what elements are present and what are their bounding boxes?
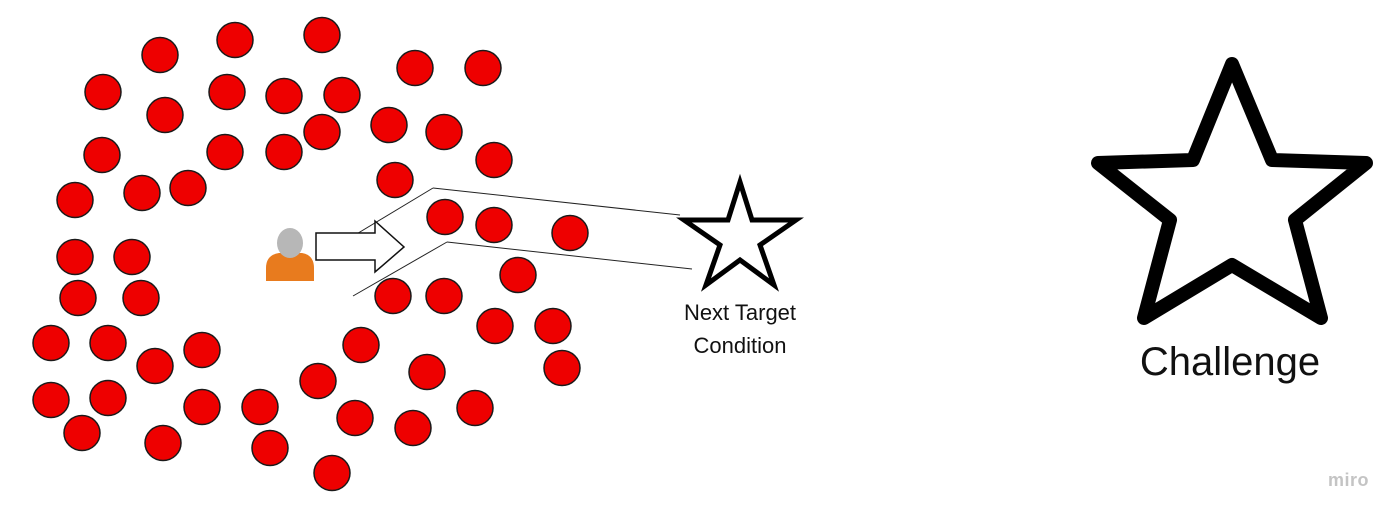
obstacle-circle <box>303 113 341 151</box>
obstacle-circle <box>146 96 184 134</box>
obstacle-circle <box>32 381 70 419</box>
obstacle-circle <box>59 279 97 317</box>
obstacle-circle <box>141 36 179 74</box>
obstacle-circle <box>323 76 361 114</box>
obstacle-circle <box>63 414 101 452</box>
obstacle-circle <box>475 206 513 244</box>
obstacle-circle <box>89 324 127 362</box>
obstacle-circle <box>251 429 289 467</box>
obstacle-circle <box>374 277 412 315</box>
corridor-lower-edge <box>446 241 693 270</box>
obstacle-circle <box>216 21 254 59</box>
corridor-upper-edge <box>432 187 681 216</box>
obstacle-circle <box>183 331 221 369</box>
obstacle-cloud <box>32 16 589 492</box>
next-target-line-1: Next Target <box>683 300 797 325</box>
target-star-icon <box>676 173 804 292</box>
obstacle-circle <box>499 256 537 294</box>
miro-watermark: miro <box>1327 470 1369 490</box>
obstacle-circle <box>56 181 94 219</box>
obstacle-circle <box>408 353 446 391</box>
obstacle-circle <box>370 106 408 144</box>
obstacle-circle <box>206 133 244 171</box>
obstacle-circle <box>32 324 70 362</box>
obstacle-circle <box>84 73 122 111</box>
person-head <box>277 228 303 258</box>
obstacle-circle <box>425 277 463 315</box>
obstacle-circle <box>144 424 182 462</box>
obstacle-circle <box>394 409 432 447</box>
obstacle-circle <box>534 307 572 345</box>
obstacle-circle <box>183 388 221 426</box>
obstacle-circle <box>313 454 351 492</box>
obstacle-circle <box>123 174 161 212</box>
obstacle-circle <box>113 238 151 276</box>
obstacle-circle <box>342 326 380 364</box>
obstacle-circle <box>426 198 464 236</box>
obstacle-circle <box>169 169 207 207</box>
obstacle-circle <box>265 77 303 115</box>
obstacle-circle <box>265 133 303 171</box>
obstacle-circle <box>456 389 494 427</box>
obstacle-circle <box>241 388 279 426</box>
obstacle-circle <box>83 136 121 174</box>
obstacle-circle <box>475 141 513 179</box>
obstacle-circle <box>299 362 337 400</box>
next-target-line-2: Condition <box>693 333 787 358</box>
obstacle-circle <box>551 214 589 252</box>
challenge-label: Challenge <box>1139 340 1321 384</box>
arrow-right-icon <box>315 219 406 274</box>
obstacle-circle <box>303 16 341 54</box>
obstacle-circle <box>122 279 160 317</box>
obstacle-circle <box>425 113 463 151</box>
obstacle-circle <box>336 399 374 437</box>
corridor-lower-left-edge <box>352 241 448 297</box>
person-body <box>266 253 314 281</box>
obstacle-circle <box>476 307 514 345</box>
obstacle-circle <box>56 238 94 276</box>
obstacle-circle <box>543 349 581 387</box>
obstacle-circle <box>136 347 174 385</box>
challenge-star-icon <box>1091 57 1373 325</box>
person-icon <box>266 228 314 281</box>
obstacle-circle <box>89 379 127 417</box>
path-corridor <box>339 187 693 297</box>
obstacle-circle <box>208 73 246 111</box>
obstacle-circle <box>464 49 502 87</box>
next-target-label: Next Target Condition <box>640 296 840 362</box>
obstacle-circle <box>376 161 414 199</box>
obstacle-circle <box>396 49 434 87</box>
